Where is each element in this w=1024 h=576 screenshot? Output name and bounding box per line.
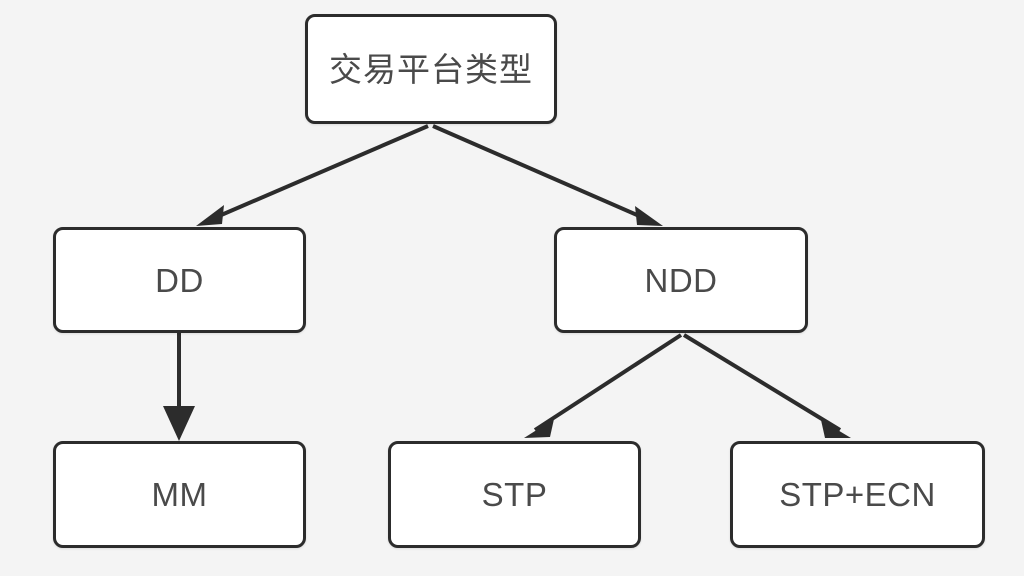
edge-ndd-to-stpecn: [682, 333, 851, 438]
node-label-ndd: NDD: [644, 261, 718, 299]
edge-ndd-to-stp: [524, 333, 683, 438]
node-stp[interactable]: STP: [388, 441, 641, 548]
node-dd[interactable]: DD: [53, 227, 306, 333]
node-label-dd: DD: [155, 261, 204, 299]
node-label-stp: STP: [481, 476, 548, 513]
node-label-root: 交易平台类型: [329, 49, 533, 89]
edge-root-to-dd: [196, 124, 429, 226]
node-mm[interactable]: MM: [53, 441, 306, 548]
edge-dd-to-mm: [163, 333, 195, 441]
node-trading-platform-type[interactable]: 交易平台类型: [305, 14, 557, 124]
node-stp-ecn[interactable]: STP+ECN: [730, 441, 985, 548]
node-label-stp-ecn: STP+ECN: [779, 476, 936, 513]
edge-root-to-ndd: [432, 124, 663, 226]
node-label-mm: MM: [151, 476, 208, 513]
node-ndd[interactable]: NDD: [554, 227, 808, 333]
